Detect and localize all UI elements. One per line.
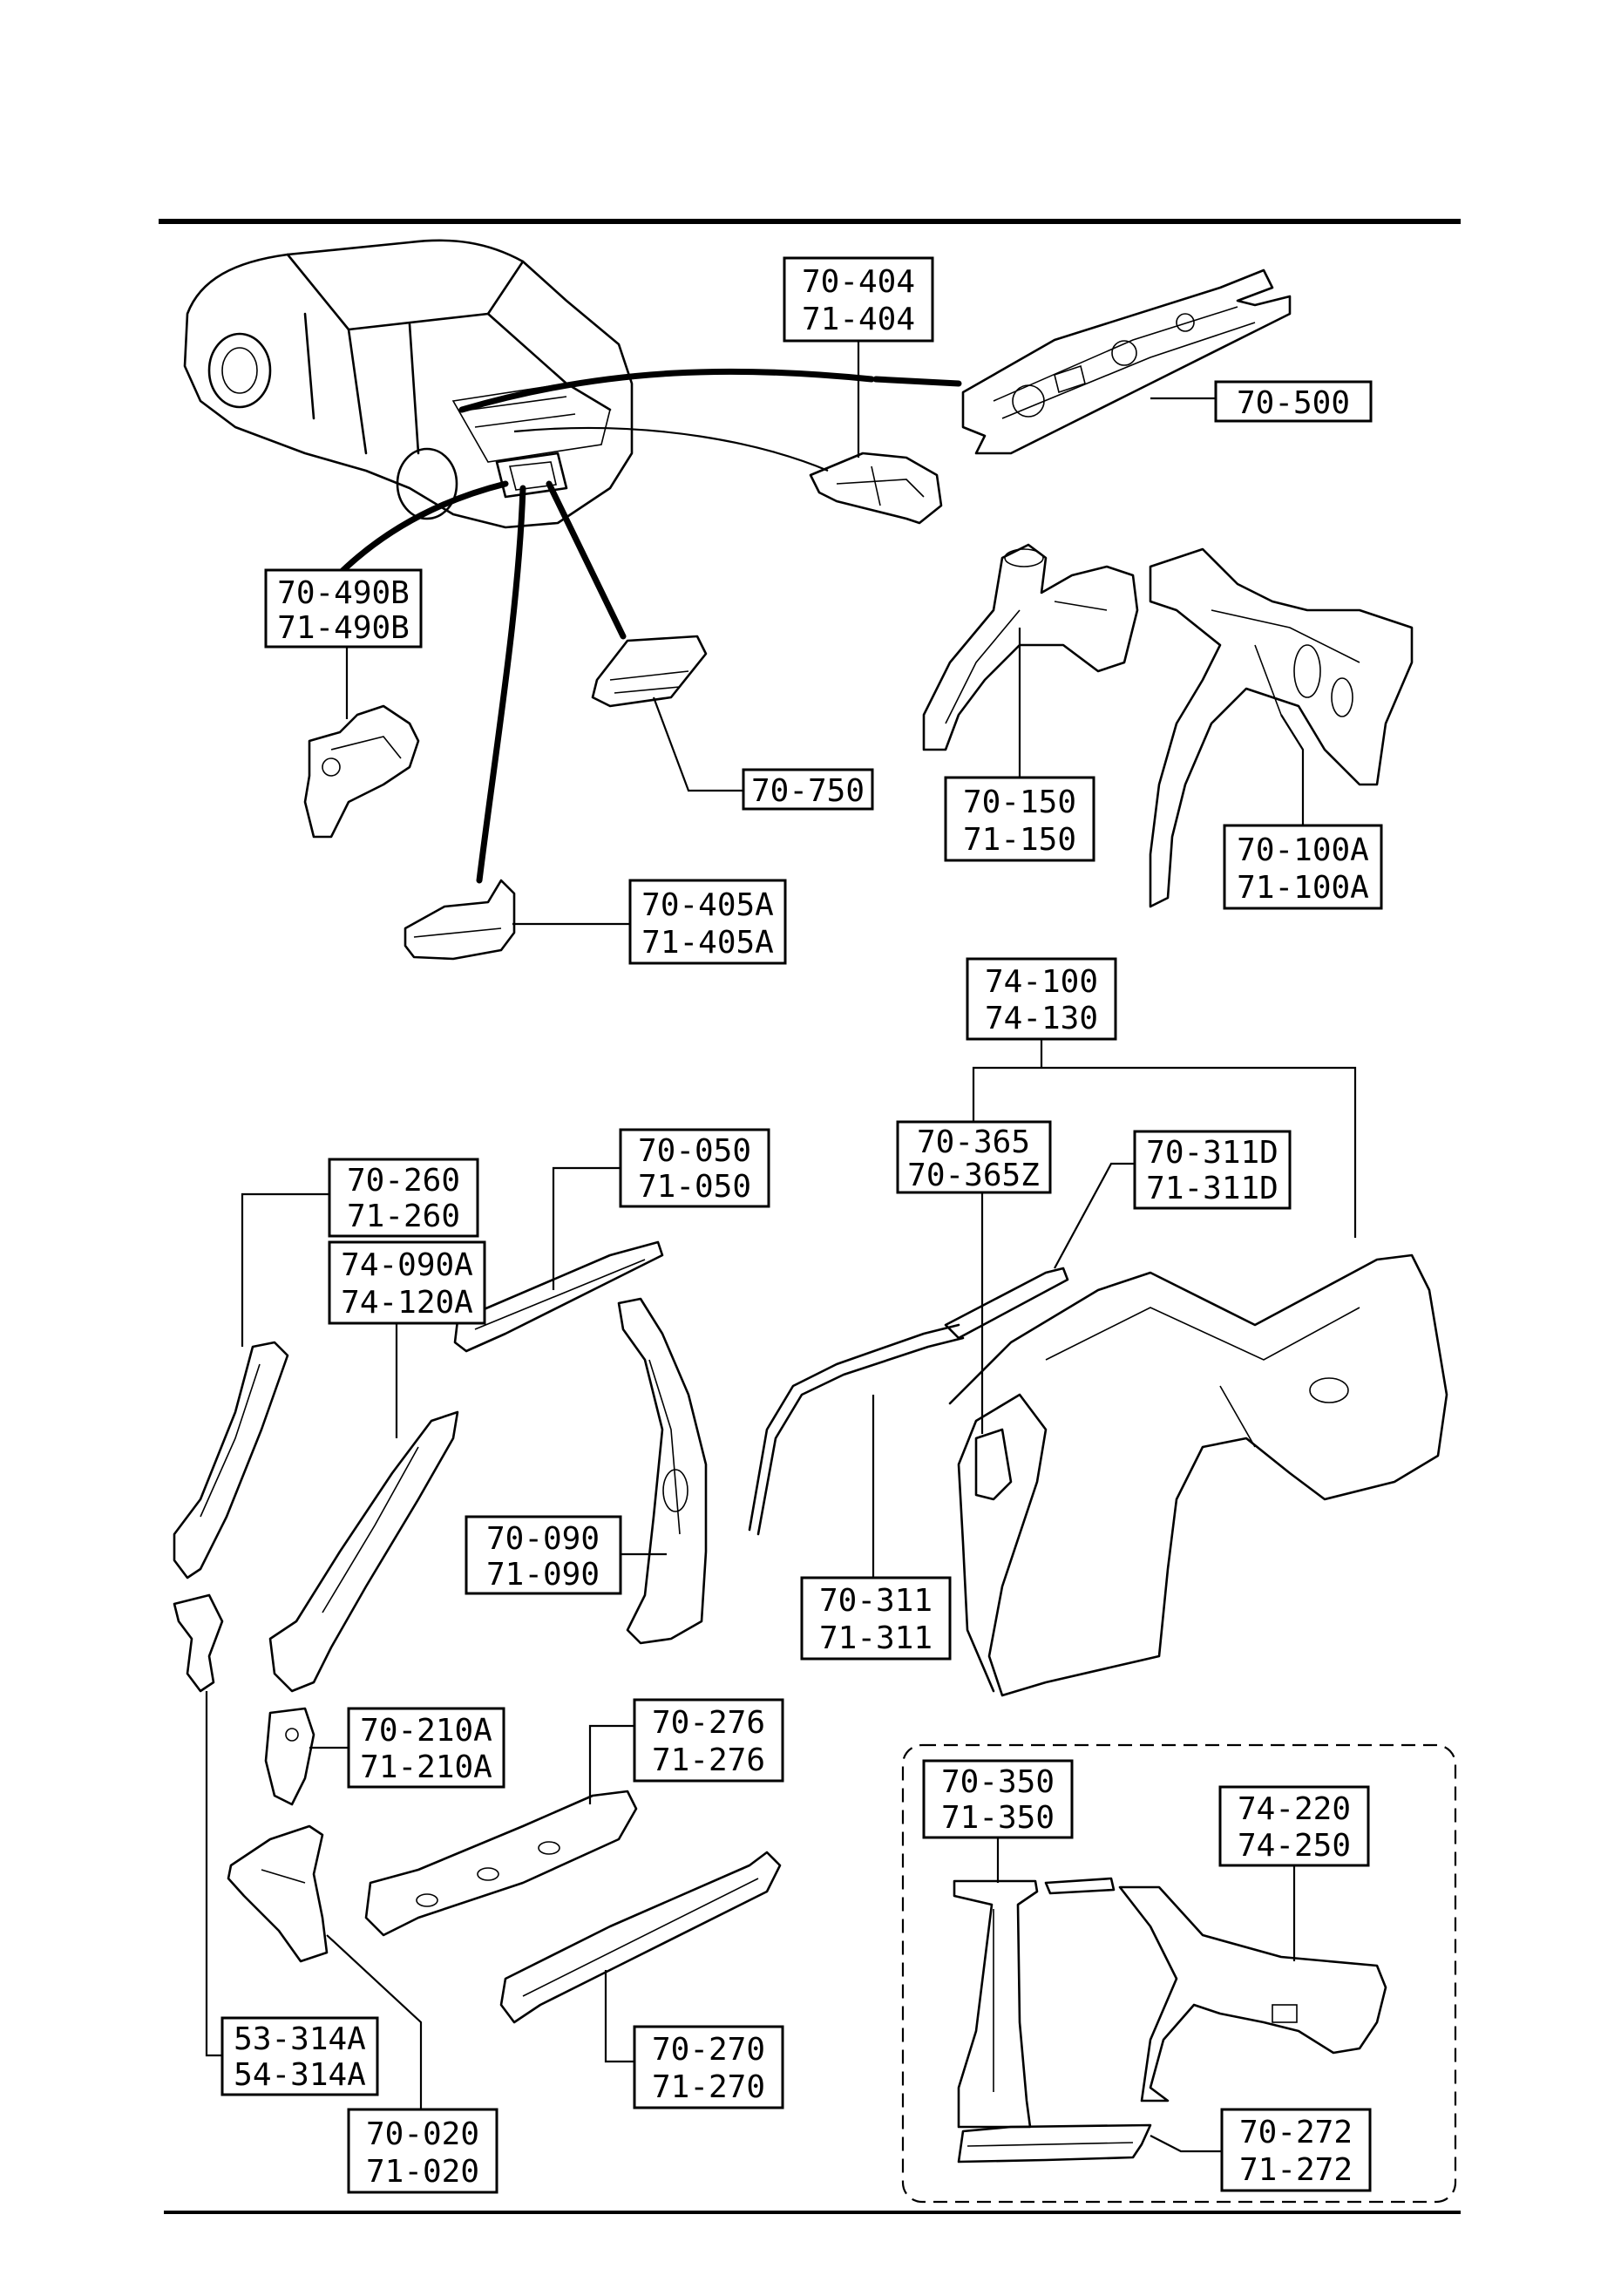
part-70-500-drawing — [961, 268, 1292, 455]
label-70-210a-line2: 71-210A — [360, 1749, 492, 1785]
part-70-260-drawing — [173, 1341, 289, 1693]
label-70-350: 70-350 71-350 — [922, 1759, 1074, 1839]
car-callout-leaders — [310, 368, 962, 884]
part-70-020-drawing — [227, 1824, 329, 1963]
label-70-150: 70-150 71-150 — [944, 776, 1095, 862]
label-74-220: 74-220 74-250 — [1218, 1785, 1370, 1867]
label-70-050: 70-050 71-050 — [619, 1128, 770, 1208]
label-70-260-line2: 71-260 — [347, 1199, 460, 1234]
part-70-365-drawing — [974, 1428, 1013, 1501]
label-74-090a: 74-090A 74-120A — [328, 1240, 486, 1325]
label-70-270: 70-270 71-270 — [633, 2025, 784, 2109]
label-70-365-line2: 70-365Z — [907, 1158, 1040, 1193]
label-70-311-line2: 71-311 — [819, 1620, 933, 1656]
part-70-100a-drawing — [1149, 547, 1414, 908]
label-70-404-line2: 71-404 — [802, 302, 915, 337]
label-70-020: 70-020 71-020 — [347, 2108, 499, 2194]
label-70-311: 70-311 71-311 — [800, 1576, 952, 1661]
part-74-100-drawing — [948, 1253, 1448, 1697]
part-74-220-drawing — [1118, 1885, 1387, 2102]
label-70-100a: 70-100A 71-100A — [1223, 824, 1383, 910]
label-70-020-line2: 71-020 — [366, 2154, 479, 2190]
label-70-050-line2: 71-050 — [638, 1169, 751, 1205]
part-70-276-drawing — [364, 1790, 638, 1937]
label-70-276-line1: 70-276 — [652, 1705, 765, 1741]
part-70-311-drawing — [748, 1323, 965, 1536]
label-70-100a-line2: 71-100A — [1237, 870, 1369, 906]
label-70-311d-line1: 70-311D — [1146, 1135, 1278, 1171]
label-70-260: 70-260 71-260 — [328, 1158, 479, 1238]
part-70-050-drawing — [453, 1240, 664, 1353]
label-70-750: 70-750 — [742, 768, 874, 811]
part-70-405a-drawing — [404, 879, 516, 961]
part-74-090a-drawing — [268, 1410, 459, 1693]
label-70-311d: 70-311D 71-311D — [1133, 1130, 1292, 1210]
label-70-405a-line1: 70-405A — [641, 887, 774, 923]
label-53-314a: 53-314A 54-314A — [220, 2016, 379, 2096]
label-70-150-line2: 71-150 — [963, 822, 1076, 858]
label-70-350-line1: 70-350 — [941, 1764, 1055, 1800]
label-70-405a-line2: 71-405A — [641, 925, 774, 961]
label-70-272-line1: 70-272 — [1239, 2115, 1353, 2150]
label-70-404-line1: 70-404 — [802, 264, 915, 300]
label-70-276-line2: 71-276 — [652, 1742, 765, 1778]
label-70-365-line1: 70-365 — [917, 1124, 1030, 1160]
label-70-404: 70-404 71-404 — [783, 256, 934, 343]
part-70-150-drawing — [922, 543, 1139, 751]
leader-lines — [205, 341, 1357, 2153]
label-70-260-line1: 70-260 — [347, 1163, 460, 1199]
label-70-490b-line1: 70-490B — [277, 575, 410, 611]
part-70-270-drawing — [499, 1851, 782, 2024]
label-70-405a: 70-405A 71-405A — [628, 879, 787, 965]
label-70-100a-line1: 70-100A — [1237, 832, 1369, 868]
part-70-404-drawing — [809, 452, 943, 525]
label-70-090-line2: 71-090 — [486, 1557, 600, 1593]
part-70-350-drawing — [953, 1877, 1116, 2129]
label-70-276: 70-276 71-276 — [633, 1698, 784, 1783]
label-53-314a-line1: 53-314A — [234, 2021, 366, 2057]
label-70-150-line1: 70-150 — [963, 785, 1076, 820]
part-70-090-drawing — [617, 1297, 708, 1645]
label-70-210a: 70-210A 71-210A — [347, 1707, 505, 1789]
label-70-210a-line1: 70-210A — [360, 1713, 492, 1749]
label-70-490b: 70-490B 71-490B — [264, 568, 423, 649]
label-74-090a-line1: 74-090A — [341, 1247, 473, 1283]
part-70-490b-drawing — [303, 704, 420, 839]
label-70-272: 70-272 71-272 — [1220, 2108, 1372, 2192]
label-74-100-line1: 74-100 — [985, 964, 1098, 1000]
label-74-100: 74-100 74-130 — [966, 957, 1117, 1041]
label-70-270-line2: 71-270 — [652, 2069, 765, 2105]
label-74-220-line1: 74-220 — [1238, 1791, 1351, 1827]
part-70-272-drawing — [957, 2123, 1152, 2164]
label-70-750-line1: 70-750 — [751, 773, 865, 809]
part-70-210a-drawing — [264, 1707, 315, 1806]
label-70-365: 70-365 70-365Z — [896, 1120, 1052, 1194]
label-70-272-line2: 71-272 — [1239, 2152, 1353, 2188]
variant-inset-box — [901, 1743, 1457, 2204]
label-70-090: 70-090 71-090 — [465, 1515, 622, 1595]
label-70-500: 70-500 — [1214, 380, 1373, 423]
label-74-220-line2: 74-250 — [1238, 1828, 1351, 1864]
label-70-090-line1: 70-090 — [486, 1521, 600, 1557]
label-53-314a-line2: 54-314A — [234, 2057, 366, 2093]
label-70-311-line1: 70-311 — [819, 1583, 933, 1619]
label-74-090a-line2: 74-120A — [341, 1285, 473, 1321]
car-overview-drawing — [183, 239, 634, 529]
label-70-270-line1: 70-270 — [652, 2032, 765, 2068]
part-70-750-drawing — [591, 635, 708, 708]
label-70-311d-line2: 71-311D — [1146, 1171, 1278, 1206]
label-70-500-line1: 70-500 — [1237, 385, 1350, 421]
label-70-350-line2: 71-350 — [941, 1800, 1055, 1836]
label-70-490b-line2: 71-490B — [277, 610, 410, 646]
label-74-100-line2: 74-130 — [985, 1001, 1098, 1036]
label-70-020-line1: 70-020 — [366, 2116, 479, 2152]
label-70-050-line1: 70-050 — [638, 1133, 751, 1169]
part-70-311d-drawing — [944, 1267, 1069, 1340]
